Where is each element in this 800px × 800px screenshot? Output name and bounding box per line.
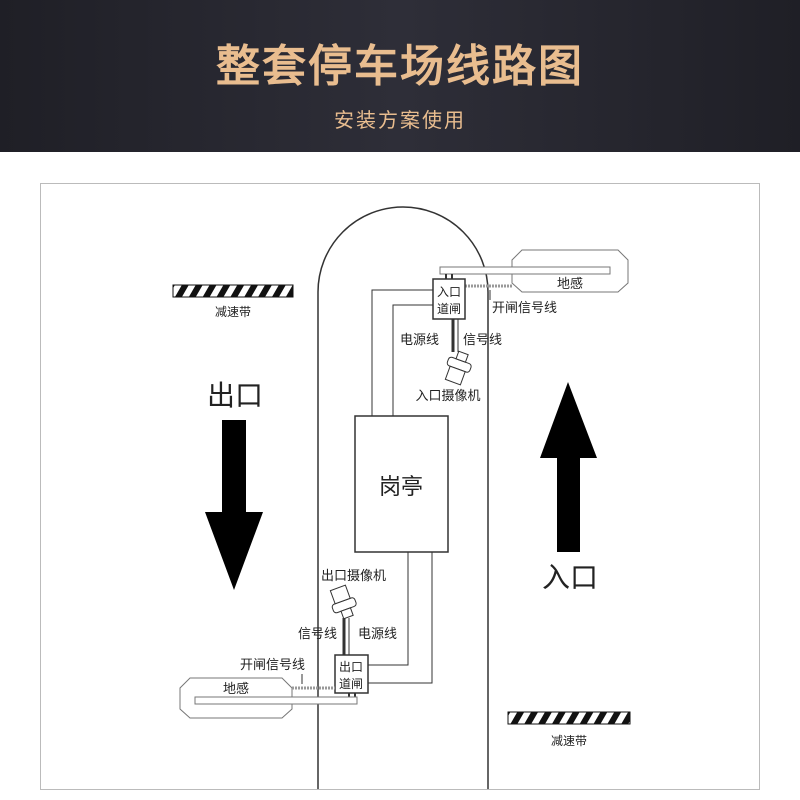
page-subtitle: 安装方案使用 [334,108,466,132]
speed-bump-top [172,284,294,298]
svg-text:入口: 入口 [437,285,461,299]
ground-loop-label: 地感 [557,276,583,292]
speed-bump-label-top: 减速带 [215,305,251,319]
entry-gate: 入口 道闸 [432,274,466,320]
booth-label: 岗亭 [379,475,423,500]
diagram-frame [40,183,760,790]
power-line-label-top: 电源线 [400,333,439,348]
entry-camera-icon [444,350,472,386]
power-wire-top [371,289,433,416]
open-signal-label-bottom: 开闸信号线 [240,658,305,673]
exit-camera-icon [329,584,357,620]
ground-loop-bottom: 地感 [179,677,358,719]
exit-label: 出口 [207,379,263,412]
ground-loop-label: 地感 [223,681,249,697]
signal-wire-bottom [368,552,433,684]
exit-arrow-down-icon [205,420,263,590]
svg-text:道闸: 道闸 [437,302,461,316]
speed-bump-bottom [507,711,631,725]
header-banner: 整套停车场线路图 安装方案使用 [0,0,800,152]
open-signal-label-top: 开闸信号线 [492,301,557,316]
signal-line-label-bottom: 信号线 [298,627,337,642]
signal-wire-top [392,304,433,416]
entry-arrow-up-icon [540,382,597,552]
entry-label: 入口 [542,561,598,594]
ground-loop-top: 地感 [439,249,629,293]
booth [354,415,449,553]
power-wire-bottom [368,552,409,666]
speed-bump-label-bottom: 减速带 [551,734,587,748]
svg-text:出口: 出口 [339,660,363,674]
page-title: 整套停车场线路图 [216,41,584,92]
exit-camera-label: 出口摄像机 [321,569,386,584]
lane-island [317,206,489,789]
power-line-label-bottom: 电源线 [358,627,397,642]
svg-text:道闸: 道闸 [339,677,363,691]
exit-gate: 出口 道闸 [334,654,369,697]
entry-camera-label: 入口摄像机 [415,389,480,404]
signal-line-label-top: 信号线 [463,333,502,348]
